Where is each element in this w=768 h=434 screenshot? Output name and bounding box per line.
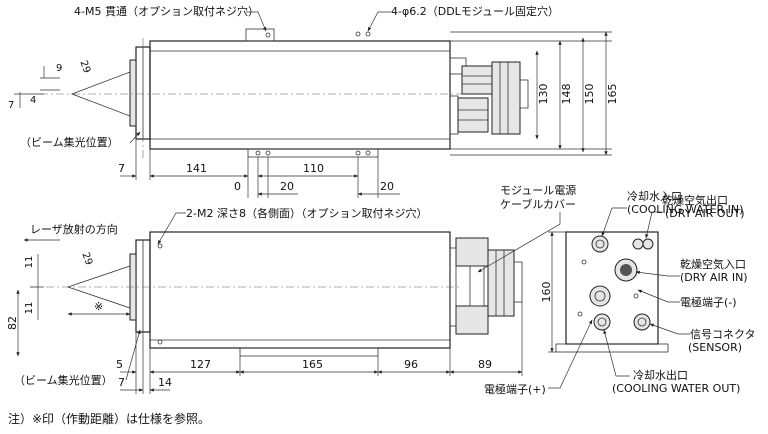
dim-150: 150 bbox=[583, 84, 596, 105]
dim-4: 4 bbox=[30, 95, 36, 106]
dim-127: 127 bbox=[190, 358, 211, 371]
dim-165-side: 165 bbox=[302, 358, 323, 371]
dim-110: 110 bbox=[303, 162, 324, 175]
side-bottom-dimensions: 5 127 165 96 89 7 14 bbox=[116, 302, 523, 394]
note-mark: ※ bbox=[94, 300, 103, 313]
bottom-mount-plate bbox=[247, 148, 379, 158]
dry-in-jp: 乾燥空気入口 bbox=[680, 257, 746, 271]
cooling-out-jp: 冷却水出口 bbox=[633, 368, 688, 382]
dim-7-bottom: 7 bbox=[118, 162, 125, 175]
side-view: 2-M2 深さ8（各側面）（オプション取付ネジ穴） レーザ放射の方向 モジュール… bbox=[6, 183, 593, 396]
dim-9: 9 bbox=[56, 63, 62, 74]
dry-in-en: (DRY AIR IN) bbox=[680, 271, 748, 284]
side-beam-cone bbox=[66, 265, 131, 309]
laser-direction-label: レーザ放射の方向 bbox=[30, 222, 118, 236]
side-bottom-plate bbox=[239, 347, 379, 357]
cooling-out-en: (COOLING WATER OUT) bbox=[612, 382, 740, 395]
dry-air-out-port bbox=[632, 238, 644, 250]
dim-5: 5 bbox=[116, 358, 123, 371]
end-base-plate bbox=[555, 343, 669, 353]
cover-label-2: ケーブルカバー bbox=[500, 197, 576, 211]
dim-148: 148 bbox=[560, 84, 573, 105]
callout-m5: 4-M5 貫通（オプション取付ネジ穴） bbox=[74, 4, 259, 18]
side-body-outline bbox=[149, 231, 451, 349]
dim-89: 89 bbox=[478, 358, 492, 371]
dim-29-side: 29 bbox=[79, 251, 94, 267]
dim-11a: 11 bbox=[24, 256, 35, 269]
dim-160: 160 bbox=[540, 282, 553, 303]
side-beam-label: （ビーム集光位置） bbox=[14, 373, 113, 387]
dim-20a: 20 bbox=[280, 180, 294, 193]
side-right-connectors bbox=[449, 237, 523, 335]
dim-29: 29 bbox=[77, 59, 92, 75]
top-right-connectors bbox=[449, 57, 529, 135]
dim-7: 7 bbox=[8, 100, 14, 111]
electrode-plus-label: 電極端子(+) bbox=[484, 382, 546, 396]
top-view: 130 148 150 165 4-M5 貫通（オプション取付ネジ穴） 4-φ6… bbox=[8, 4, 619, 198]
dim-130: 130 bbox=[537, 84, 550, 105]
cover-label-1: モジュール電源 bbox=[500, 183, 576, 197]
dim-0: 0 bbox=[234, 180, 241, 193]
top-bottom-dimensions: 7 141 110 0 20 20 bbox=[118, 139, 400, 198]
dim-96: 96 bbox=[404, 358, 418, 371]
cooling-in-port bbox=[591, 235, 609, 253]
callout-m2: 2-M2 深さ8（各側面）（オプション取付ネジ穴） bbox=[186, 206, 427, 220]
top-body-outline bbox=[149, 40, 451, 150]
top-beam-label: （ビーム集光位置） bbox=[20, 135, 119, 149]
cooling-out-port bbox=[593, 313, 611, 331]
signal-jp: 信号コネクタ bbox=[690, 328, 756, 341]
dim-20b: 20 bbox=[380, 180, 394, 193]
footnote: 注）※印（作動距離）は仕様を参照。 bbox=[8, 412, 211, 426]
end-view: 160 冷却水入口 (COOLING WATER IN) 乾燥空気出口 (DRY… bbox=[540, 190, 756, 395]
dim-14: 14 bbox=[158, 376, 172, 389]
top-beam-cone bbox=[70, 71, 131, 117]
electrode-plus-port bbox=[589, 285, 611, 307]
electrode-minus-label: 電極端子(-) bbox=[680, 295, 737, 309]
dry-out-jp: 乾燥空気出口 bbox=[662, 193, 728, 207]
cooling-in-jp: 冷却水入口 bbox=[627, 190, 682, 203]
callout-ddl: 4-φ6.2（DDLモジュール固定穴） bbox=[391, 4, 559, 18]
top-mount-tab bbox=[245, 28, 275, 42]
dry-out-en: (DRY AIR OUT) bbox=[665, 207, 745, 220]
dim-82: 82 bbox=[6, 316, 19, 330]
dim-141: 141 bbox=[186, 162, 207, 175]
dim-7-side: 7 bbox=[118, 376, 125, 389]
cooling-in-en: (COOLING WATER IN) bbox=[627, 203, 743, 216]
dim-11b: 11 bbox=[24, 302, 35, 315]
top-height-dimensions: 130 148 150 165 bbox=[450, 31, 619, 156]
dim-165: 165 bbox=[606, 84, 619, 105]
signal-en: (SENSOR) bbox=[688, 341, 742, 354]
sensor-port bbox=[633, 313, 651, 331]
